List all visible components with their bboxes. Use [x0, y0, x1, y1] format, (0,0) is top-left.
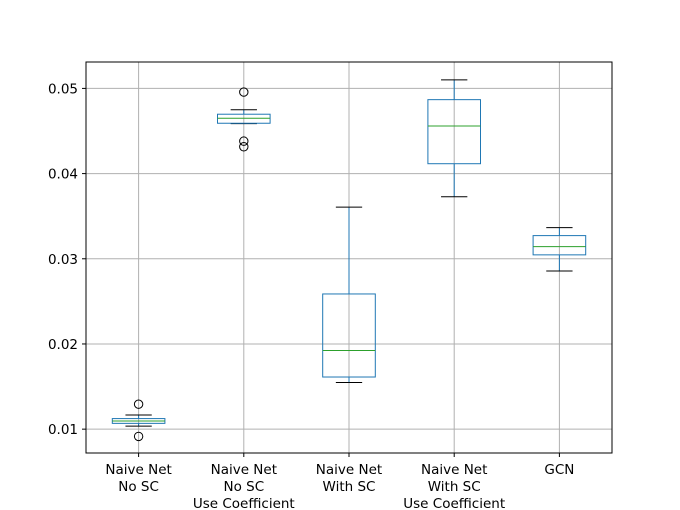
x-tick-label-line: No SC	[223, 479, 264, 495]
box-plot-item	[427, 79, 481, 198]
box-iqr	[427, 99, 481, 165]
x-tick-label-line: Naive Net	[105, 462, 171, 478]
x-tick-label-line: Naive Net	[316, 462, 382, 478]
y-tick-label: 0.04	[48, 167, 78, 183]
box-plot-item	[217, 87, 271, 152]
x-tick-label-line: No SC	[118, 479, 159, 495]
x-tick-label-line: Naive Net	[211, 462, 277, 478]
x-tick-label-line: GCN	[544, 462, 574, 478]
flier-point	[133, 399, 144, 409]
box-iqr	[217, 113, 271, 124]
y-tick-label: 0.01	[48, 422, 78, 438]
box-plot-item	[532, 227, 587, 272]
y-tick-label: 0.03	[48, 252, 78, 268]
y-tick-label: 0.05	[48, 81, 78, 97]
x-tick-label-line: With SC	[428, 479, 481, 495]
flier-point	[239, 142, 249, 152]
box-iqr	[532, 235, 587, 256]
box-plot-item	[111, 399, 166, 442]
x-tick-label-line: Use Coefficient	[403, 496, 505, 510]
x-tick-label-line: With SC	[323, 479, 376, 495]
flier-point	[239, 136, 249, 146]
y-tick-label: 0.02	[48, 337, 78, 353]
boxes	[111, 79, 587, 442]
box-iqr	[322, 293, 376, 378]
box-plot-item	[322, 206, 376, 384]
flier-point	[239, 87, 249, 97]
x-tick-label-line: Use Coefficient	[193, 496, 295, 510]
x-tick-label: GCN	[544, 462, 574, 478]
flier-point	[133, 431, 144, 442]
x-tick-label-line: Naive Net	[421, 462, 487, 478]
